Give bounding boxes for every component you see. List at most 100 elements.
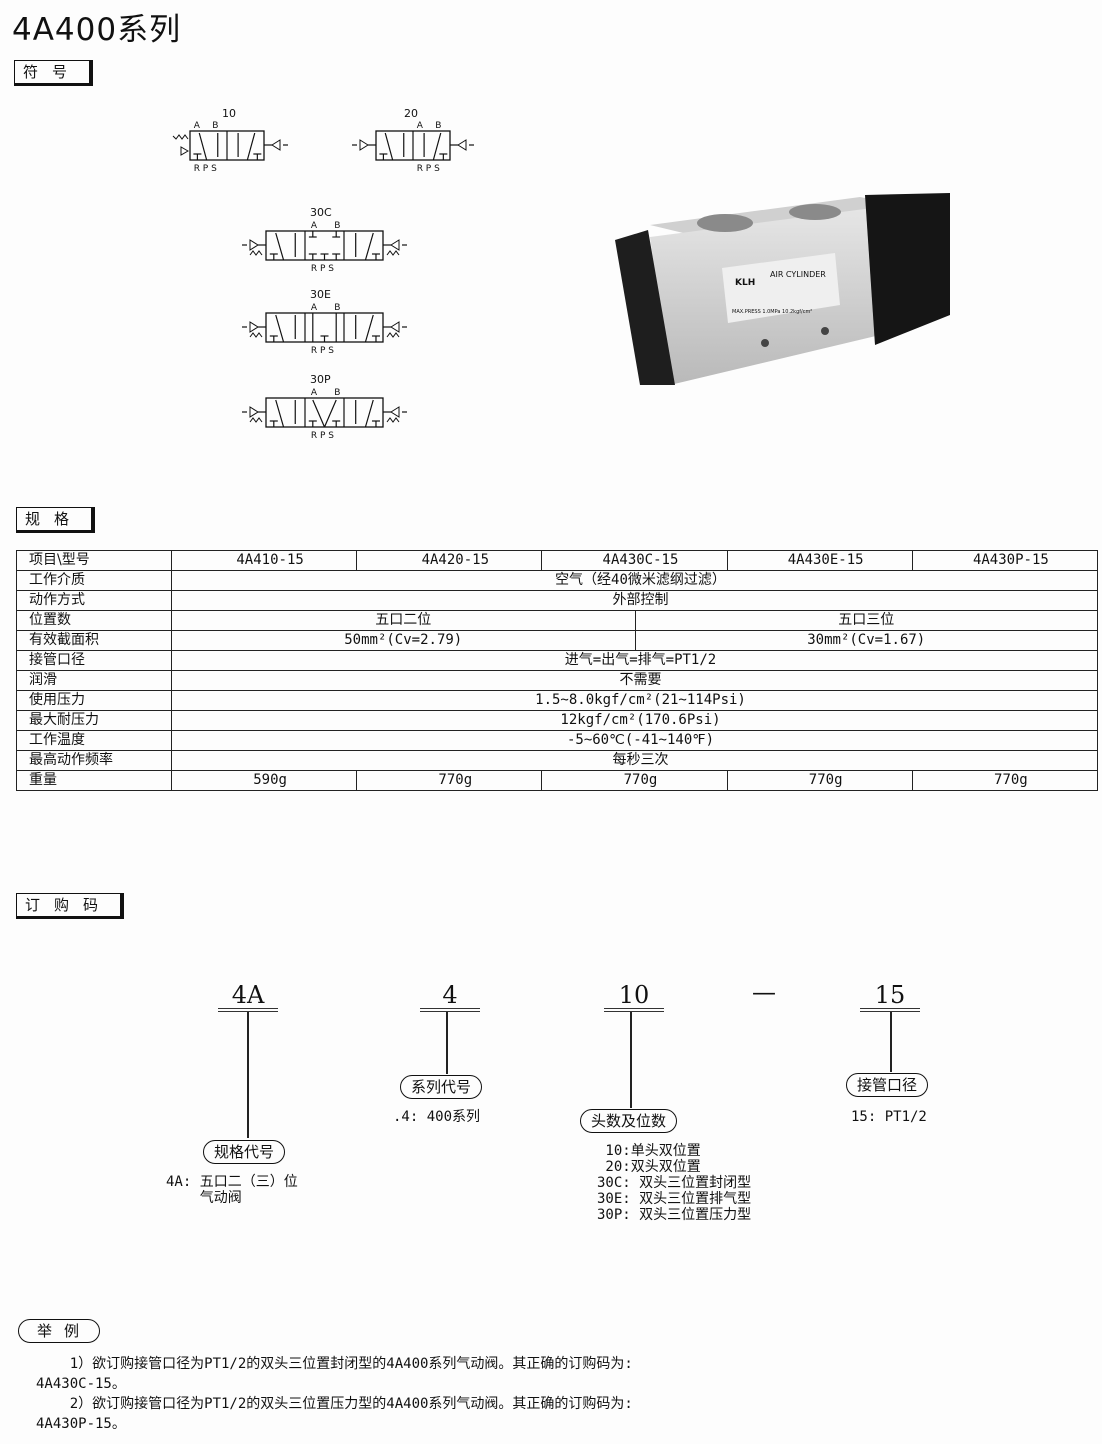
code-desc-series: .4: 400系列 [393, 1109, 481, 1125]
connector-line [630, 1012, 632, 1108]
port-label-a: A [194, 121, 201, 131]
symbol-label: 30P [310, 373, 331, 386]
weight-cell: 770g [541, 770, 728, 791]
symbol-line [323, 399, 337, 428]
model-cell: 4A420-15 [356, 550, 543, 571]
examples: 1）欲订购接管口径为PT1/2的双头三位置封闭型的4A400系列气动阀。其正确的… [36, 1354, 633, 1434]
row-value: 1.5~8.0kgf/cm²(21~114Psi) [171, 690, 1098, 711]
port-label-b: B [435, 121, 441, 131]
symbol-line [275, 314, 285, 343]
code-part-port: 15 [860, 982, 920, 1012]
row-label: 工作温度 [16, 730, 172, 751]
spring-icon [249, 250, 263, 256]
port-label-b: B [212, 121, 218, 131]
header-label: 项目\型号 [16, 550, 172, 571]
spring-icon [249, 332, 263, 338]
row-value: 每秒三次 [171, 750, 1098, 771]
code-desc-port: 15: PT1/2 [851, 1109, 927, 1125]
table-row: 位置数 五口二位五口三位 [16, 610, 1098, 631]
symbol-line [364, 399, 374, 428]
row-label: 动作方式 [16, 590, 172, 611]
symbol-line [364, 314, 374, 343]
row-value-left: 五口二位 [172, 611, 636, 630]
row-value: 外部控制 [171, 590, 1098, 611]
symbol-line [275, 399, 285, 428]
product-photo-valve: KLH AIR CYLINDER MAX.PRESS 1.0MPa 10.2kg… [615, 193, 950, 385]
example-1-line2: 4A430C-15。 [36, 1376, 126, 1392]
row-label: 重量 [16, 770, 172, 791]
page-title: 4A400系列 [12, 12, 182, 48]
symbol-label: 30E [310, 288, 331, 301]
port-label-b: B [334, 303, 340, 313]
pilot-arrow-icon [390, 321, 400, 333]
spring-icon [386, 250, 400, 256]
spec-table: 项目\型号 4A410-15 4A420-15 4A430C-15 4A430E… [16, 550, 1099, 791]
valve-symbol-20: A B R P S [352, 121, 474, 174]
symbol-label: 10 [222, 107, 236, 120]
product-press-text: MAX.PRESS 1.0MPa 10.2kgf/cm² [732, 309, 812, 315]
code-label-spec: 规格代号 [203, 1140, 286, 1164]
code-part-position: 10 [604, 982, 664, 1012]
section-tag-symbol: 符号 [14, 60, 94, 86]
weight-cell: 590g [170, 770, 358, 791]
connector-line [247, 1012, 249, 1138]
row-label: 使用压力 [16, 690, 172, 711]
pilot-arrow-icon [271, 139, 281, 151]
row-label: 工作介质 [16, 570, 172, 591]
row-label: 位置数 [16, 610, 172, 631]
port-label-rps: R P S [311, 346, 334, 356]
weight-cell: 770g [356, 770, 543, 791]
row-label: 润滑 [16, 670, 172, 691]
code-label-position: 头数及位数 [580, 1109, 678, 1133]
pilot-arrow-icon [249, 321, 259, 333]
valve-symbol-30e: A B R P S [242, 303, 407, 356]
spring-icon [249, 417, 263, 423]
model-cell: 4A430E-15 [726, 550, 913, 571]
row-label: 最大耐压力 [16, 710, 172, 731]
code-label-port: 接管口径 [846, 1073, 929, 1097]
connector-line [890, 1012, 892, 1072]
port-label-rps: R P S [417, 164, 440, 174]
pilot-arrow-icon [249, 239, 259, 251]
symbol-line [246, 132, 256, 161]
pilot-arrow-icon [359, 139, 369, 151]
row-value-right: 30mm²(Cv=1.67) [807, 632, 926, 648]
pilot-arrow-icon [457, 139, 467, 151]
symbol-line [312, 399, 326, 428]
example-1-line1: 1）欲订购接管口径为PT1/2的双头三位置封闭型的4A400系列气动阀。其正确的… [36, 1356, 633, 1372]
code-separator: — [752, 978, 776, 1006]
port-label-rps: R P S [311, 264, 334, 274]
row-label: 最高动作频率 [16, 750, 172, 771]
row-label: 有效截面积 [16, 630, 172, 651]
product-label-text: AIR CYLINDER [770, 270, 826, 279]
port-label-b: B [334, 221, 340, 231]
valve-symbol-30c: A B R P S [242, 221, 407, 274]
code-desc-position: 10:单头双位置 20:双头双位置 30C: 双头三位置封闭型 30E: 双头三… [597, 1143, 752, 1223]
table-row: 润滑不需要 [16, 670, 1098, 691]
row-value: 不需要 [171, 670, 1098, 691]
spring-icon [386, 417, 400, 423]
pilot-arrow-icon [180, 146, 190, 156]
symbol-label: 30C [310, 206, 332, 219]
row-value: 进气=出气=排气=PT1/2 [171, 650, 1098, 671]
product-brand: KLH [735, 278, 755, 288]
symbol-label: 20 [404, 107, 418, 120]
section-tag-spec: 规格 [16, 507, 96, 533]
port-label-rps: R P S [311, 431, 334, 441]
port-label-a: A [417, 121, 424, 131]
code-part-series: 4 [420, 982, 480, 1012]
table-row-weight: 重量 590g 770g 770g 770g 770g [16, 770, 1099, 791]
valve-body [265, 397, 384, 428]
port-label-a: A [311, 221, 318, 231]
table-row: 动作方式外部控制 [16, 590, 1098, 611]
pilot-arrow-icon [390, 406, 400, 418]
symbol-line [384, 132, 394, 161]
code-part-spec: 4A [218, 982, 278, 1012]
table-header-row: 项目\型号 4A410-15 4A420-15 4A430C-15 4A430E… [16, 550, 1099, 571]
model-cell: 4A410-15 [170, 550, 358, 571]
model-cell: 4A430C-15 [541, 550, 728, 571]
port-label-a: A [311, 303, 318, 313]
symbol-line [432, 132, 442, 161]
